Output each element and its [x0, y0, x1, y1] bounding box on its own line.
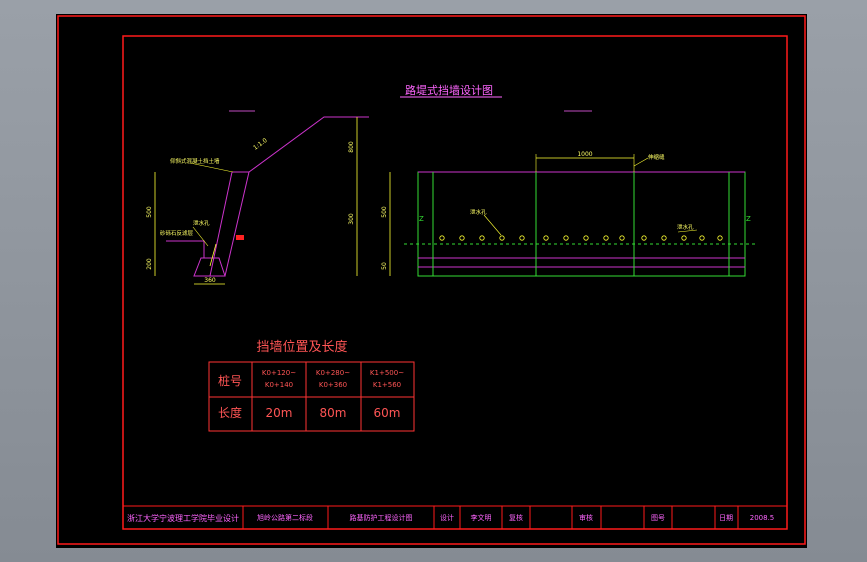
drain-hole: [439, 235, 445, 241]
embankment-slope-line: [248, 116, 369, 173]
annotation-drain: 泄水孔: [193, 219, 210, 227]
drain-hole: [619, 235, 625, 241]
drain-pipe: [209, 243, 217, 267]
project-name: 旭岭公路第二标段: [257, 513, 313, 522]
date-value: 2008.5: [750, 514, 775, 522]
annotation-leader-drain-right: [677, 229, 698, 233]
slope-label: 1:1.0: [252, 137, 269, 152]
dim-elev-left-low: 50: [381, 262, 388, 270]
annotation-leader-top: [189, 162, 234, 173]
row-header-length: 长度: [218, 405, 242, 420]
drawing-title: 路堤式挡墙设计图: [405, 83, 493, 97]
break-mark-right: Z: [746, 215, 751, 223]
dim-base: 360: [204, 277, 216, 284]
drain-hole: [519, 235, 525, 241]
drain-hole: [499, 235, 505, 241]
dim-panel: 1000: [577, 151, 592, 158]
station-cell-end: K0+140: [265, 381, 293, 389]
drain-hole: [681, 235, 687, 241]
station-table: 挡墙位置及长度 桩号 长度 K0+120~ K0+140 K0+280~ K0+…: [208, 339, 415, 432]
review-label: 复核: [509, 513, 523, 522]
outer-frame: [57, 15, 806, 545]
length-cell: 80m: [320, 406, 347, 420]
drain-hole: [583, 235, 589, 241]
station-cell-start: K0+280~: [316, 369, 350, 377]
ground-line: [166, 240, 205, 258]
drain-hole: [717, 235, 723, 241]
drain-hole: [661, 235, 667, 241]
annotation-top: 仰斜式混凝土挡土墙: [170, 157, 220, 165]
length-cell: 60m: [374, 406, 401, 420]
retaining-wall-body: [209, 171, 250, 277]
title-block: 浙江大学宁波理工学院毕业设计 旭岭公路第二标段 路基防护工程设计图 设计 李文明…: [123, 505, 787, 529]
drain-hole: [459, 235, 465, 241]
elevation-outline: [417, 171, 746, 277]
drain-hole: [543, 235, 549, 241]
station-cell-start: K0+120~: [262, 369, 296, 377]
drawing-sheet: 路堤式挡墙设计图 800 300 500 200: [56, 14, 807, 548]
table-title: 挡墙位置及长度: [256, 339, 347, 355]
row-header-station: 桩号: [218, 373, 242, 388]
annotation-leader-drain-left: [483, 214, 502, 236]
drawing-canvas: 路堤式挡墙设计图 800 300 500 200: [57, 15, 806, 545]
drain-outlet-marker: [236, 235, 244, 240]
length-cell: 20m: [266, 406, 293, 420]
dim-elev-left: 500: [381, 206, 388, 218]
date-label: 日期: [719, 514, 733, 522]
annotation-leader-joint: [633, 157, 649, 167]
dim-top: 800: [348, 141, 355, 153]
dim-mid: 300: [348, 213, 355, 225]
drain-hole: [699, 235, 705, 241]
break-mark-left: Z: [419, 215, 424, 223]
designer-name: 李文明: [471, 513, 492, 522]
cross-section-view: 800 300 500 200 360 1:1.0 仰斜式混凝土挡土墙 泄水孔 …: [146, 110, 369, 285]
wall-foundation: [193, 257, 226, 277]
annotation-drain-left: 泄水孔: [470, 208, 487, 216]
annotation-joint: 伸缩缝: [648, 153, 665, 161]
dim-left-lower: 200: [146, 258, 153, 270]
drain-hole: [603, 235, 609, 241]
annotation-leader-drain: [192, 226, 209, 247]
drain-hole: [641, 235, 647, 241]
station-cell-start: K1+500~: [370, 369, 404, 377]
audit-label: 审核: [579, 513, 593, 522]
annotation-drain-right: 泄水孔: [677, 223, 694, 231]
dim-left-upper: 500: [146, 206, 153, 218]
annotation-fill: 砂砾石反滤层: [160, 229, 194, 237]
drain-hole: [479, 235, 485, 241]
station-cell-end: K1+560: [373, 381, 401, 389]
design-label: 设计: [440, 513, 454, 522]
school-name: 浙江大学宁波理工学院毕业设计: [127, 513, 239, 523]
drain-hole: [563, 235, 569, 241]
inner-frame: [122, 35, 788, 530]
figure-label: 图号: [651, 514, 665, 522]
station-cell-end: K0+360: [319, 381, 347, 389]
drawing-name: 路基防护工程设计图: [350, 513, 413, 522]
elevation-view: 1000 伸缩缝 泄水孔 泄水孔 500 50 Z Z: [381, 110, 758, 277]
